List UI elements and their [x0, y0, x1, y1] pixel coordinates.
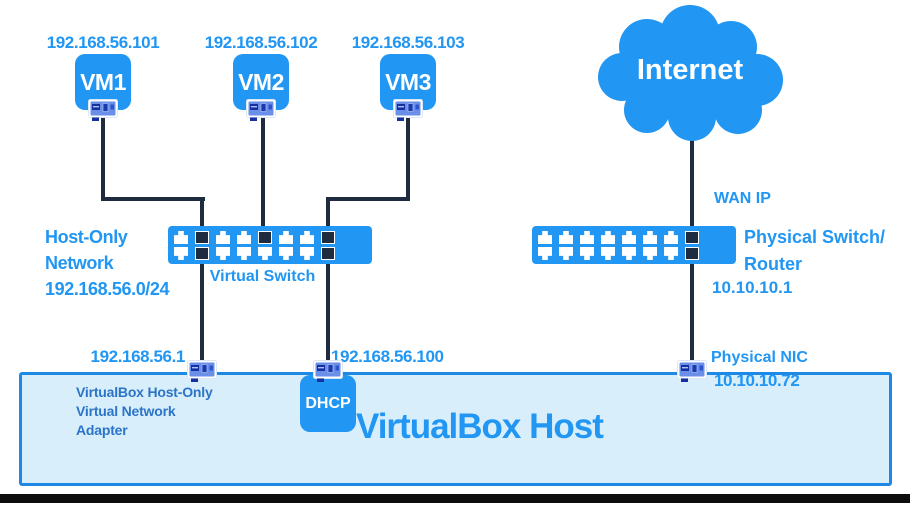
virtualbox-host-title: VirtualBox Host: [356, 407, 604, 446]
switch-port-open: [622, 247, 636, 260]
virtual-switch: [168, 226, 372, 264]
internet-label: Internet: [636, 53, 744, 86]
internet-cloud: [595, 5, 785, 143]
switch-port-connected: [321, 231, 335, 244]
virtual-switch-label: Virtual Switch: [209, 268, 316, 285]
switch-port-open: [237, 231, 251, 244]
switch-port-open: [580, 247, 594, 260]
switch-port-open: [664, 247, 678, 260]
vm3-nic-icon: [393, 99, 423, 121]
switch-port-connected: [321, 247, 335, 260]
switch-port-open: [643, 247, 657, 260]
host-only-network-line2: Network: [45, 253, 114, 273]
cable-router-to-physical-nic: [690, 256, 694, 372]
physical-nic-ip-label: 10.10.10.72: [714, 371, 800, 390]
switch-port-open: [174, 247, 188, 260]
switch-port-open: [559, 247, 573, 260]
host-only-adapter-label: VirtualBox Host-Only Virtual Network Ada…: [76, 383, 213, 440]
physical-switch-ports-bottom: [538, 247, 736, 260]
physical-switch-label: Physical Switch/ Router: [744, 224, 885, 278]
dhcp-label: DHCP: [305, 394, 351, 412]
physical-nic-label: Physical NIC: [711, 349, 808, 366]
switch-port-connected: [685, 231, 699, 244]
cable-vm3-horizontal: [326, 197, 410, 201]
cable-internet-to-router: [690, 134, 694, 235]
physical-switch-label-line1: Physical Switch/: [744, 227, 886, 247]
host-only-adapter-label-line1: VirtualBox Host-Only: [76, 384, 213, 400]
switch-port-open: [279, 231, 293, 244]
physical-switch-label-line2: Router: [744, 254, 802, 274]
cable-vm3-vertical: [406, 118, 410, 201]
cable-vm1-to-switch: [200, 197, 204, 233]
vm1-nic-icon: [88, 99, 118, 121]
vm2-label: VM2: [238, 68, 284, 95]
virtual-switch-ports-bottom: [174, 247, 372, 260]
vm3-ip-label: 192.168.56.103: [351, 33, 465, 52]
vm3-box: VM3: [380, 54, 436, 110]
host-only-network-label: Host-Only Network 192.168.56.0/24: [45, 224, 170, 302]
virtual-switch-ports-top: [174, 231, 372, 244]
host-only-adapter-label-line2: Virtual Network: [76, 403, 176, 419]
switch-port-open: [174, 231, 188, 244]
switch-port-open: [300, 231, 314, 244]
cable-switch-to-dhcp: [326, 256, 330, 372]
vm2-ip-label: 192.168.56.102: [204, 33, 318, 52]
switch-port-connected: [195, 247, 209, 260]
switch-port-connected: [195, 231, 209, 244]
switch-port-open: [580, 231, 594, 244]
switch-port-connected: [258, 231, 272, 244]
host-only-network-subnet: 192.168.56.0/24: [45, 279, 170, 299]
cloud-icon: [598, 5, 783, 141]
switch-port-connected: [685, 247, 699, 260]
switch-port-open: [216, 231, 230, 244]
switch-port-open: [258, 247, 272, 260]
physical-switch: [532, 226, 736, 264]
switch-port-open: [601, 231, 615, 244]
cable-vm1-horizontal: [101, 197, 205, 201]
physical-nic-icon: [677, 360, 707, 382]
vm2-nic-icon: [246, 99, 276, 121]
host-only-network-line1: Host-Only: [45, 227, 128, 247]
switch-port-open: [643, 231, 657, 244]
switch-port-open: [279, 247, 293, 260]
vm1-ip-label: 192.168.56.101: [46, 33, 160, 52]
wan-ip-label: WAN IP: [714, 190, 771, 207]
dhcp-server-box: DHCP: [300, 375, 356, 432]
virtualbox-host-box: [19, 372, 892, 486]
cable-switch-to-host-adapter: [200, 256, 204, 372]
switch-port-open: [538, 231, 552, 244]
switch-port-open: [664, 231, 678, 244]
vm1-label: VM1: [80, 68, 126, 95]
router-ip-label: 10.10.10.1: [712, 278, 793, 297]
physical-switch-ports-top: [538, 231, 736, 244]
cable-vm3-to-switch: [326, 197, 330, 233]
switch-port-open: [601, 247, 615, 260]
switch-port-open: [237, 247, 251, 260]
switch-port-open: [300, 247, 314, 260]
switch-port-open: [559, 231, 573, 244]
switch-port-open: [622, 231, 636, 244]
dhcp-nic-icon: [313, 360, 343, 382]
host-adapter-ip-label: 192.168.56.1: [90, 347, 186, 366]
switch-port-open: [216, 247, 230, 260]
switch-port-open: [538, 247, 552, 260]
host-only-adapter-nic-icon: [187, 360, 217, 382]
cable-vm2-to-switch: [261, 118, 265, 233]
vm3-label: VM3: [385, 68, 431, 95]
host-only-adapter-label-line3: Adapter: [76, 422, 128, 438]
bottom-divider-bar: [0, 494, 910, 503]
dhcp-ip-label: 192.168.56.100: [331, 347, 444, 366]
cable-vm1-vertical: [101, 118, 105, 201]
